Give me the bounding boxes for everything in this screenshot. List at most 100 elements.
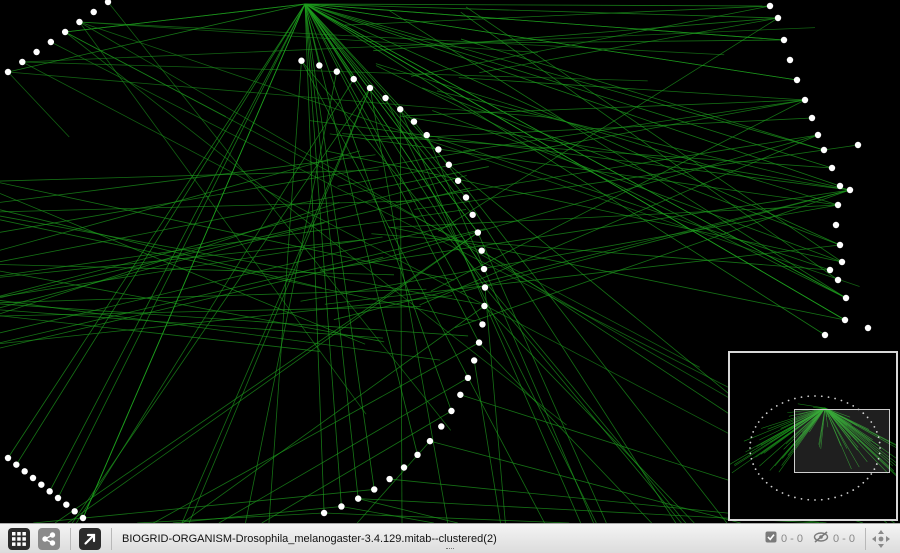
- edge: [0, 309, 384, 339]
- status-separator: [111, 527, 112, 550]
- network-node[interactable]: [836, 241, 844, 249]
- network-node[interactable]: [786, 56, 794, 64]
- network-node[interactable]: [33, 48, 40, 56]
- network-node[interactable]: [29, 474, 37, 482]
- network-node[interactable]: [76, 18, 83, 26]
- network-node[interactable]: [820, 146, 828, 154]
- network-node[interactable]: [808, 114, 816, 122]
- network-node[interactable]: [834, 276, 842, 284]
- network-node[interactable]: [410, 118, 418, 125]
- network-node[interactable]: [71, 508, 78, 515]
- network-node[interactable]: [19, 58, 26, 66]
- edge: [824, 407, 896, 475]
- edge: [797, 403, 826, 409]
- network-node[interactable]: [480, 265, 488, 273]
- network-node[interactable]: [821, 331, 829, 339]
- network-node[interactable]: [54, 494, 62, 502]
- network-node[interactable]: [864, 324, 872, 332]
- network-node[interactable]: [371, 486, 378, 493]
- network-node[interactable]: [298, 57, 305, 64]
- hidden-count[interactable]: 0 - 0: [813, 531, 855, 546]
- network-node[interactable]: [457, 391, 464, 398]
- network-node[interactable]: [766, 2, 774, 10]
- export-arrow-icon[interactable]: [79, 527, 101, 550]
- network-node[interactable]: [479, 321, 486, 328]
- network-node[interactable]: [90, 8, 97, 16]
- network-node[interactable]: [320, 509, 328, 517]
- network-node[interactable]: [780, 36, 788, 44]
- overview-node: [862, 412, 865, 415]
- network-node[interactable]: [470, 357, 478, 364]
- network-node[interactable]: [842, 294, 850, 302]
- network-node[interactable]: [382, 94, 389, 102]
- network-node[interactable]: [350, 75, 357, 83]
- edge: [304, 3, 825, 151]
- edge: [743, 407, 826, 442]
- selected-count[interactable]: 0 - 0: [765, 531, 803, 546]
- navigate-crosshair-icon[interactable]: [872, 529, 890, 548]
- network-node[interactable]: [793, 76, 801, 84]
- network-node[interactable]: [841, 316, 849, 324]
- network-node[interactable]: [333, 68, 341, 75]
- network-node[interactable]: [366, 84, 374, 92]
- overview-node: [749, 441, 752, 444]
- network-node[interactable]: [414, 451, 421, 459]
- network-node[interactable]: [464, 374, 472, 382]
- network-node[interactable]: [814, 131, 822, 139]
- network-node[interactable]: [478, 247, 485, 254]
- network-canvas[interactable]: [0, 0, 900, 523]
- grid-icon[interactable]: [8, 527, 30, 550]
- network-node[interactable]: [838, 258, 846, 266]
- network-graph[interactable]: [0, 0, 900, 523]
- network-node[interactable]: [475, 339, 483, 346]
- network-node[interactable]: [38, 481, 45, 488]
- network-node[interactable]: [79, 514, 87, 522]
- network-node[interactable]: [481, 302, 488, 310]
- network-node[interactable]: [474, 229, 482, 236]
- network-node[interactable]: [316, 62, 323, 69]
- network-node[interactable]: [462, 194, 470, 201]
- network-node[interactable]: [13, 461, 20, 468]
- network-node[interactable]: [354, 495, 362, 502]
- network-node[interactable]: [445, 161, 453, 168]
- network-node[interactable]: [61, 28, 69, 36]
- network-node[interactable]: [801, 96, 809, 104]
- network-node[interactable]: [400, 464, 408, 471]
- network-node[interactable]: [438, 423, 445, 430]
- network-node[interactable]: [397, 106, 404, 113]
- network-node[interactable]: [338, 503, 345, 510]
- resize-grip[interactable]: [446, 548, 454, 552]
- network-node[interactable]: [834, 201, 842, 209]
- network-node[interactable]: [386, 475, 393, 483]
- network-node[interactable]: [63, 501, 70, 508]
- network-node[interactable]: [21, 468, 28, 475]
- edge: [54, 232, 479, 523]
- edge: [760, 407, 826, 429]
- network-node[interactable]: [4, 68, 12, 76]
- overview-node: [873, 425, 876, 428]
- network-node[interactable]: [854, 141, 862, 149]
- network-node[interactable]: [448, 407, 455, 415]
- overview-node: [878, 452, 881, 455]
- share-icon[interactable]: [38, 527, 60, 550]
- network-node[interactable]: [454, 177, 462, 184]
- network-node[interactable]: [423, 131, 430, 139]
- network-node[interactable]: [4, 454, 12, 462]
- edge: [0, 175, 467, 297]
- network-overview-panel[interactable]: [728, 351, 898, 521]
- network-node[interactable]: [469, 211, 476, 218]
- overview-viewport-box[interactable]: [794, 409, 890, 473]
- network-node[interactable]: [46, 488, 53, 495]
- network-node[interactable]: [426, 437, 434, 445]
- network-node[interactable]: [846, 186, 854, 194]
- edge: [824, 407, 896, 448]
- network-node[interactable]: [828, 164, 836, 172]
- network-node[interactable]: [826, 266, 834, 274]
- network-node[interactable]: [774, 14, 782, 22]
- network-node[interactable]: [104, 0, 112, 6]
- network-node[interactable]: [832, 221, 840, 229]
- network-node[interactable]: [47, 38, 55, 46]
- network-node[interactable]: [435, 146, 442, 153]
- network-node[interactable]: [481, 284, 489, 291]
- network-node[interactable]: [836, 182, 844, 190]
